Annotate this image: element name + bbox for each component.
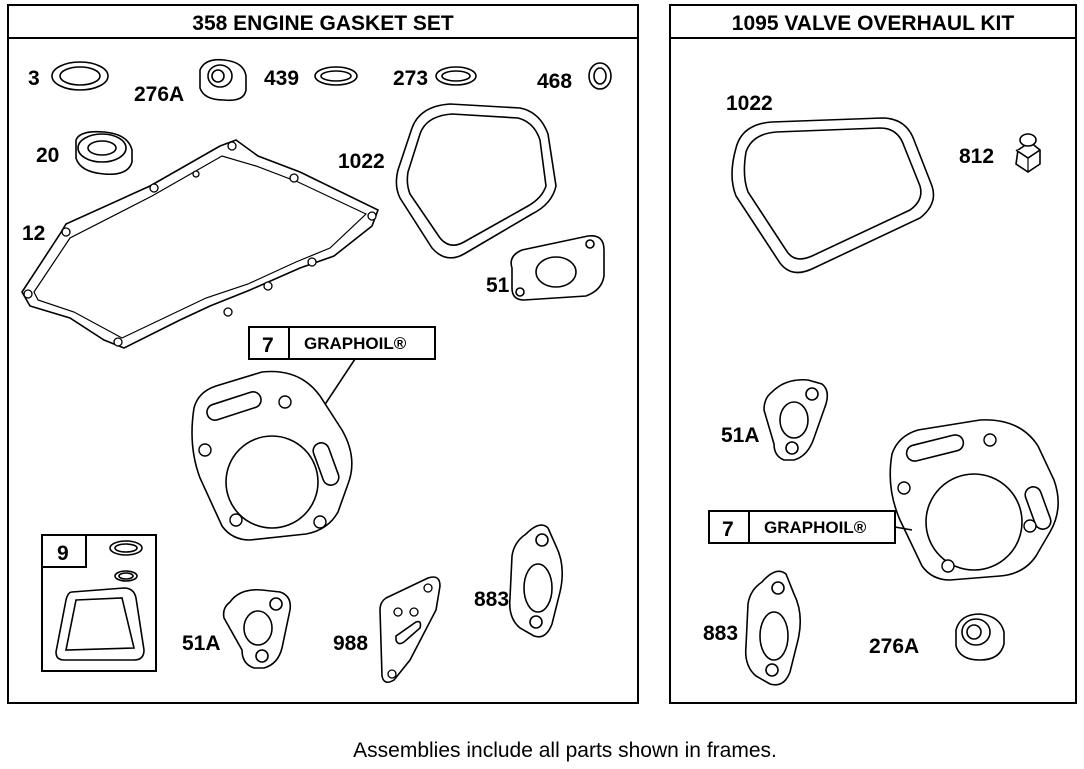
- cylinder-head-gasket: [191, 370, 353, 541]
- part-51-intake-gasket: 51: [486, 234, 605, 301]
- footer-note: Assemblies include all parts shown in fr…: [353, 739, 777, 762]
- part-label: 9: [57, 542, 69, 565]
- kit-title: 1095 VALVE OVERHAUL KIT: [732, 12, 1015, 35]
- valve-overhaul-kit-frame: 1095 VALVE OVERHAUL KIT: [669, 4, 1077, 704]
- part-883-gasket: 883: [703, 570, 802, 686]
- graphoil-tag: 7 GRAPHOIL®: [708, 510, 913, 544]
- part-273-o-ring: 273: [393, 66, 477, 90]
- part-51a-gasket: 51A: [721, 378, 829, 461]
- part-label: 7: [262, 334, 274, 357]
- part-439-o-ring: 439: [264, 66, 358, 90]
- part-label: 812: [959, 145, 994, 168]
- part-label: 276A: [134, 83, 184, 106]
- part-label: 273: [393, 67, 428, 90]
- part-label: 20: [36, 144, 59, 167]
- part-1022-valve-cover-gasket: 1022: [338, 103, 557, 259]
- part-883-gasket: 883: [474, 524, 564, 638]
- part-label: 1022: [338, 150, 385, 173]
- engine-gasket-set-frame: 358 ENGINE GASKET SET: [7, 4, 639, 704]
- part-276a-bushing: 276A: [869, 613, 1005, 661]
- kit-title: 358 ENGINE GASKET SET: [192, 12, 454, 35]
- part-label: 276A: [869, 635, 919, 658]
- graphoil-label: GRAPHOIL®: [764, 518, 867, 537]
- graphoil-label: GRAPHOIL®: [304, 334, 407, 353]
- part-9-sub-kit-frame: 9: [41, 534, 157, 672]
- part-label: 7: [722, 518, 734, 541]
- part-20-oil-seal: 20: [36, 130, 133, 176]
- part-3-seal-ring: 3: [28, 61, 109, 91]
- part-label: 12: [22, 222, 45, 245]
- part-label: 988: [333, 632, 368, 655]
- part-label: 883: [703, 622, 738, 645]
- part-12-crankcase-gasket: 12: [21, 139, 380, 349]
- part-label: 468: [537, 70, 572, 93]
- part-468-washer: 468: [537, 62, 612, 93]
- part-1022-valve-cover-gasket: 1022: [726, 92, 935, 274]
- part-label: 51: [486, 274, 510, 297]
- part-label: 883: [474, 588, 509, 611]
- part-label: 51A: [721, 424, 760, 447]
- part-label: 3: [28, 67, 40, 90]
- part-51a-gasket: 51A: [182, 588, 292, 669]
- part-label: 51A: [182, 632, 221, 655]
- part-label: 439: [264, 67, 299, 90]
- part-812-nut: 812: [959, 133, 1041, 173]
- part-label: 1022: [726, 92, 773, 115]
- graphoil-tag: 7 GRAPHOIL®: [248, 326, 436, 416]
- part-276a-bushing: 276A: [134, 58, 247, 106]
- part-988-plate-gasket: 988: [333, 576, 441, 684]
- cylinder-head-gasket: [889, 419, 1059, 581]
